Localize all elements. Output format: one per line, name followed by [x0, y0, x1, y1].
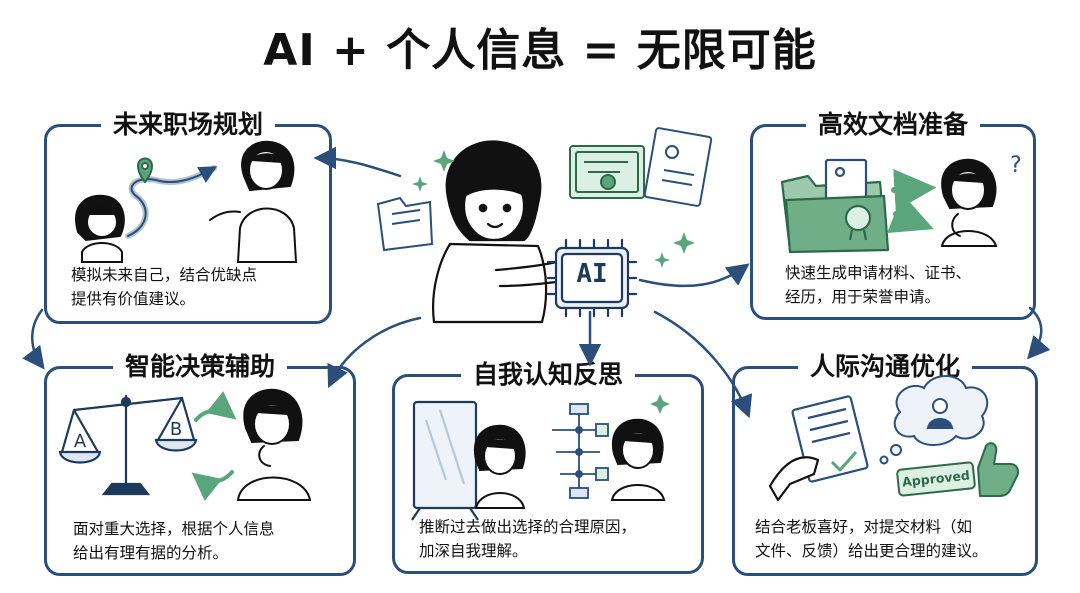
panel-description: 面对重大选择，根据个人信息 给出有理有据的分析。 — [73, 520, 275, 562]
panel-self-reflection: 自我认知反思 推断过去做出选择的合理原因， 加深自我理解。 — [392, 355, 704, 574]
center-person — [432, 140, 558, 324]
panel-title: 人际沟通优化 — [797, 347, 972, 387]
panel-communication: 人际沟通优化 结合老板喜好，对提交材料（如 文件、反馈）给出更合理的建议。 — [732, 347, 1038, 576]
document-icon — [643, 127, 713, 207]
panel-description: 模拟未来自己，结合优缺点 提供有价值建议。 — [71, 266, 258, 308]
ai-chip-label: AI — [576, 259, 608, 289]
panel-description: 快速生成申请材料、证书、 经历，用于荣誉申请。 — [785, 264, 972, 306]
main-title: AI + 个人信息 = 无限可能 — [263, 25, 817, 76]
panel-career-planning: 未来职场规划 模拟未来自己，结合优缺点 提供有价值建议。 — [44, 105, 332, 324]
panel-title: 智能决策辅助 — [112, 347, 287, 387]
certificate-icon — [569, 145, 645, 199]
folder-icon — [376, 196, 434, 252]
panel-title: 高效文档准备 — [805, 105, 980, 145]
panel-title: 未来职场规划 — [100, 105, 275, 145]
panel-description: 结合老板喜好，对提交材料（如 文件、反馈）给出更合理的建议。 — [755, 518, 988, 560]
panel-decision-assist: 智能决策辅助 面对重大选择，根据个人信息 给出有理有据的分析。 — [44, 347, 356, 576]
panel-document-preparation: 高效文档准备 快速生成申请材料、证书、 经历，用于荣誉申请。 — [750, 105, 1036, 320]
panel-description: 推断过去做出选择的合理原因， 加深自我理解。 — [419, 518, 637, 560]
panel-title: 自我认知反思 — [460, 355, 635, 395]
